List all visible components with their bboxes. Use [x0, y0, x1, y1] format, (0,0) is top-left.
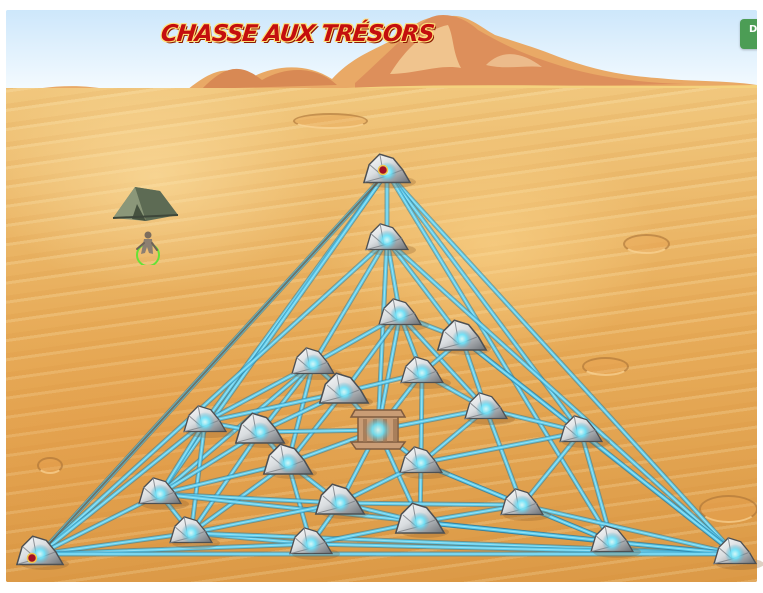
node-glow: [725, 544, 745, 564]
node-glow: [476, 399, 496, 419]
node-glow: [452, 329, 472, 349]
game-title: CHASSE AUX TRÉSORS: [160, 21, 435, 47]
temple-node[interactable]: [351, 410, 405, 449]
node-glow: [334, 382, 354, 402]
crater: [582, 357, 629, 376]
node-glow: [365, 417, 391, 443]
node-glow: [412, 363, 432, 383]
node-glow: [410, 512, 430, 532]
node-glow: [181, 523, 201, 543]
node-glow: [150, 484, 170, 504]
player-icon[interactable]: [132, 225, 166, 265]
side-menu-button[interactable]: Dé: [740, 19, 757, 49]
node-glow: [512, 495, 532, 515]
node-glow: [250, 422, 270, 442]
tent-icon: [110, 181, 180, 224]
game-scene: CHASSE AUX TRÉSORS Dé: [6, 10, 757, 582]
crater: [293, 113, 368, 129]
node-glow: [195, 412, 215, 432]
node-glow: [411, 453, 431, 473]
crater: [37, 457, 63, 474]
node-glow: [571, 422, 591, 442]
node-glow: [390, 305, 410, 325]
node-glow: [330, 493, 350, 513]
top-marker-icon: [379, 166, 388, 175]
start-marker-icon: [28, 554, 37, 563]
crater: [623, 234, 670, 254]
temple-column: [393, 419, 397, 442]
node-glow: [377, 230, 397, 250]
node-glow: [602, 532, 622, 552]
node-glow: [303, 354, 323, 374]
crater: [699, 495, 757, 523]
node-glow: [301, 534, 321, 554]
node-glow: [278, 453, 298, 473]
